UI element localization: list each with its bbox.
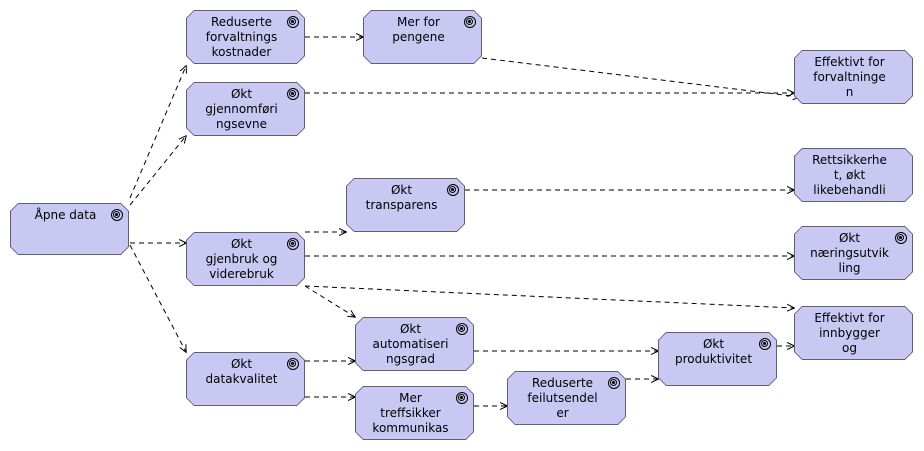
node-okt-transparens[interactable]: Økt transparens <box>346 178 465 232</box>
goal-icon <box>287 238 299 250</box>
node-label: Effektivt for innbygger og <box>814 311 885 355</box>
edge-apne-data-to-okt-gjennomforingsevne <box>129 136 186 206</box>
goal-icon <box>464 16 476 28</box>
goal-icon <box>456 323 468 335</box>
edge-apne-data-to-reduserte-forvaltningskostnader <box>129 66 186 199</box>
node-reduserte-forvaltningskostnader[interactable]: Reduserte forvaltnings kostnader <box>186 10 305 64</box>
node-okt-naeringsutvikling[interactable]: Økt næringsutvik ling <box>794 226 913 280</box>
node-label: Mer for pengene <box>392 15 445 44</box>
edge-okt-gjenbruk-to-effektivt-innbygger <box>304 285 794 308</box>
node-label: Økt datakvalitet <box>205 357 278 386</box>
node-effektivt-innbygger[interactable]: Effektivt for innbygger og <box>794 306 913 360</box>
node-rettssikkerhet[interactable]: Rettsikkerhe t, økt likebehandli <box>794 148 913 202</box>
goal-icon <box>287 16 299 28</box>
node-label: Effektivt for forvaltninge n <box>813 55 886 99</box>
node-label: Reduserte feilutsendel er <box>527 376 598 420</box>
node-label: Økt næringsutvik ling <box>810 231 889 275</box>
node-label: Økt gjennomføri ngsevne <box>205 87 278 131</box>
goal-icon <box>895 232 907 244</box>
node-label: Økt transparens <box>365 183 438 212</box>
node-okt-gjennomforingsevne[interactable]: Økt gjennomføri ngsevne <box>186 82 305 136</box>
node-label: Økt produktivitet <box>674 337 753 366</box>
edge-apne-data-to-okt-datakvalitet <box>129 244 186 352</box>
node-label: Rettsikkerhe t, økt likebehandli <box>812 153 887 197</box>
goal-icon <box>608 377 620 389</box>
node-effektivt-forvaltningen[interactable]: Effektivt for forvaltninge n <box>794 50 913 104</box>
node-apne-data[interactable]: Åpne data <box>10 203 129 255</box>
goal-icon <box>456 392 468 404</box>
node-okt-gjenbruk[interactable]: Økt gjenbruk og viderebruk <box>186 232 305 286</box>
edge-okt-gjenbruk-to-okt-automatiseringsgrad <box>304 285 355 317</box>
edge-mer-for-pengene-to-effektivt-forvaltningen <box>481 57 800 97</box>
node-label: Åpne data <box>34 208 97 222</box>
node-mer-for-pengene[interactable]: Mer for pengene <box>363 10 482 64</box>
node-okt-datakvalitet[interactable]: Økt datakvalitet <box>186 352 305 406</box>
goal-icon <box>287 358 299 370</box>
node-label: Reduserte forvaltnings kostnader <box>205 15 278 59</box>
node-okt-produktivitet[interactable]: Økt produktivitet <box>658 332 777 386</box>
node-label: Økt automatiseri ngsgrad <box>372 322 449 366</box>
node-reduserte-feilutsendelser[interactable]: Reduserte feilutsendel er <box>507 371 626 425</box>
goal-icon <box>759 338 771 350</box>
goal-icon <box>111 209 123 221</box>
node-label: Mer treffsikker kommunikas <box>372 391 449 435</box>
node-mer-treffsikker[interactable]: Mer treffsikker kommunikas <box>355 386 474 440</box>
goal-icon <box>287 88 299 100</box>
node-okt-automatiseringsgrad[interactable]: Økt automatiseri ngsgrad <box>355 317 474 371</box>
node-label: Økt gjenbruk og viderebruk <box>205 237 278 281</box>
goal-icon <box>447 184 459 196</box>
